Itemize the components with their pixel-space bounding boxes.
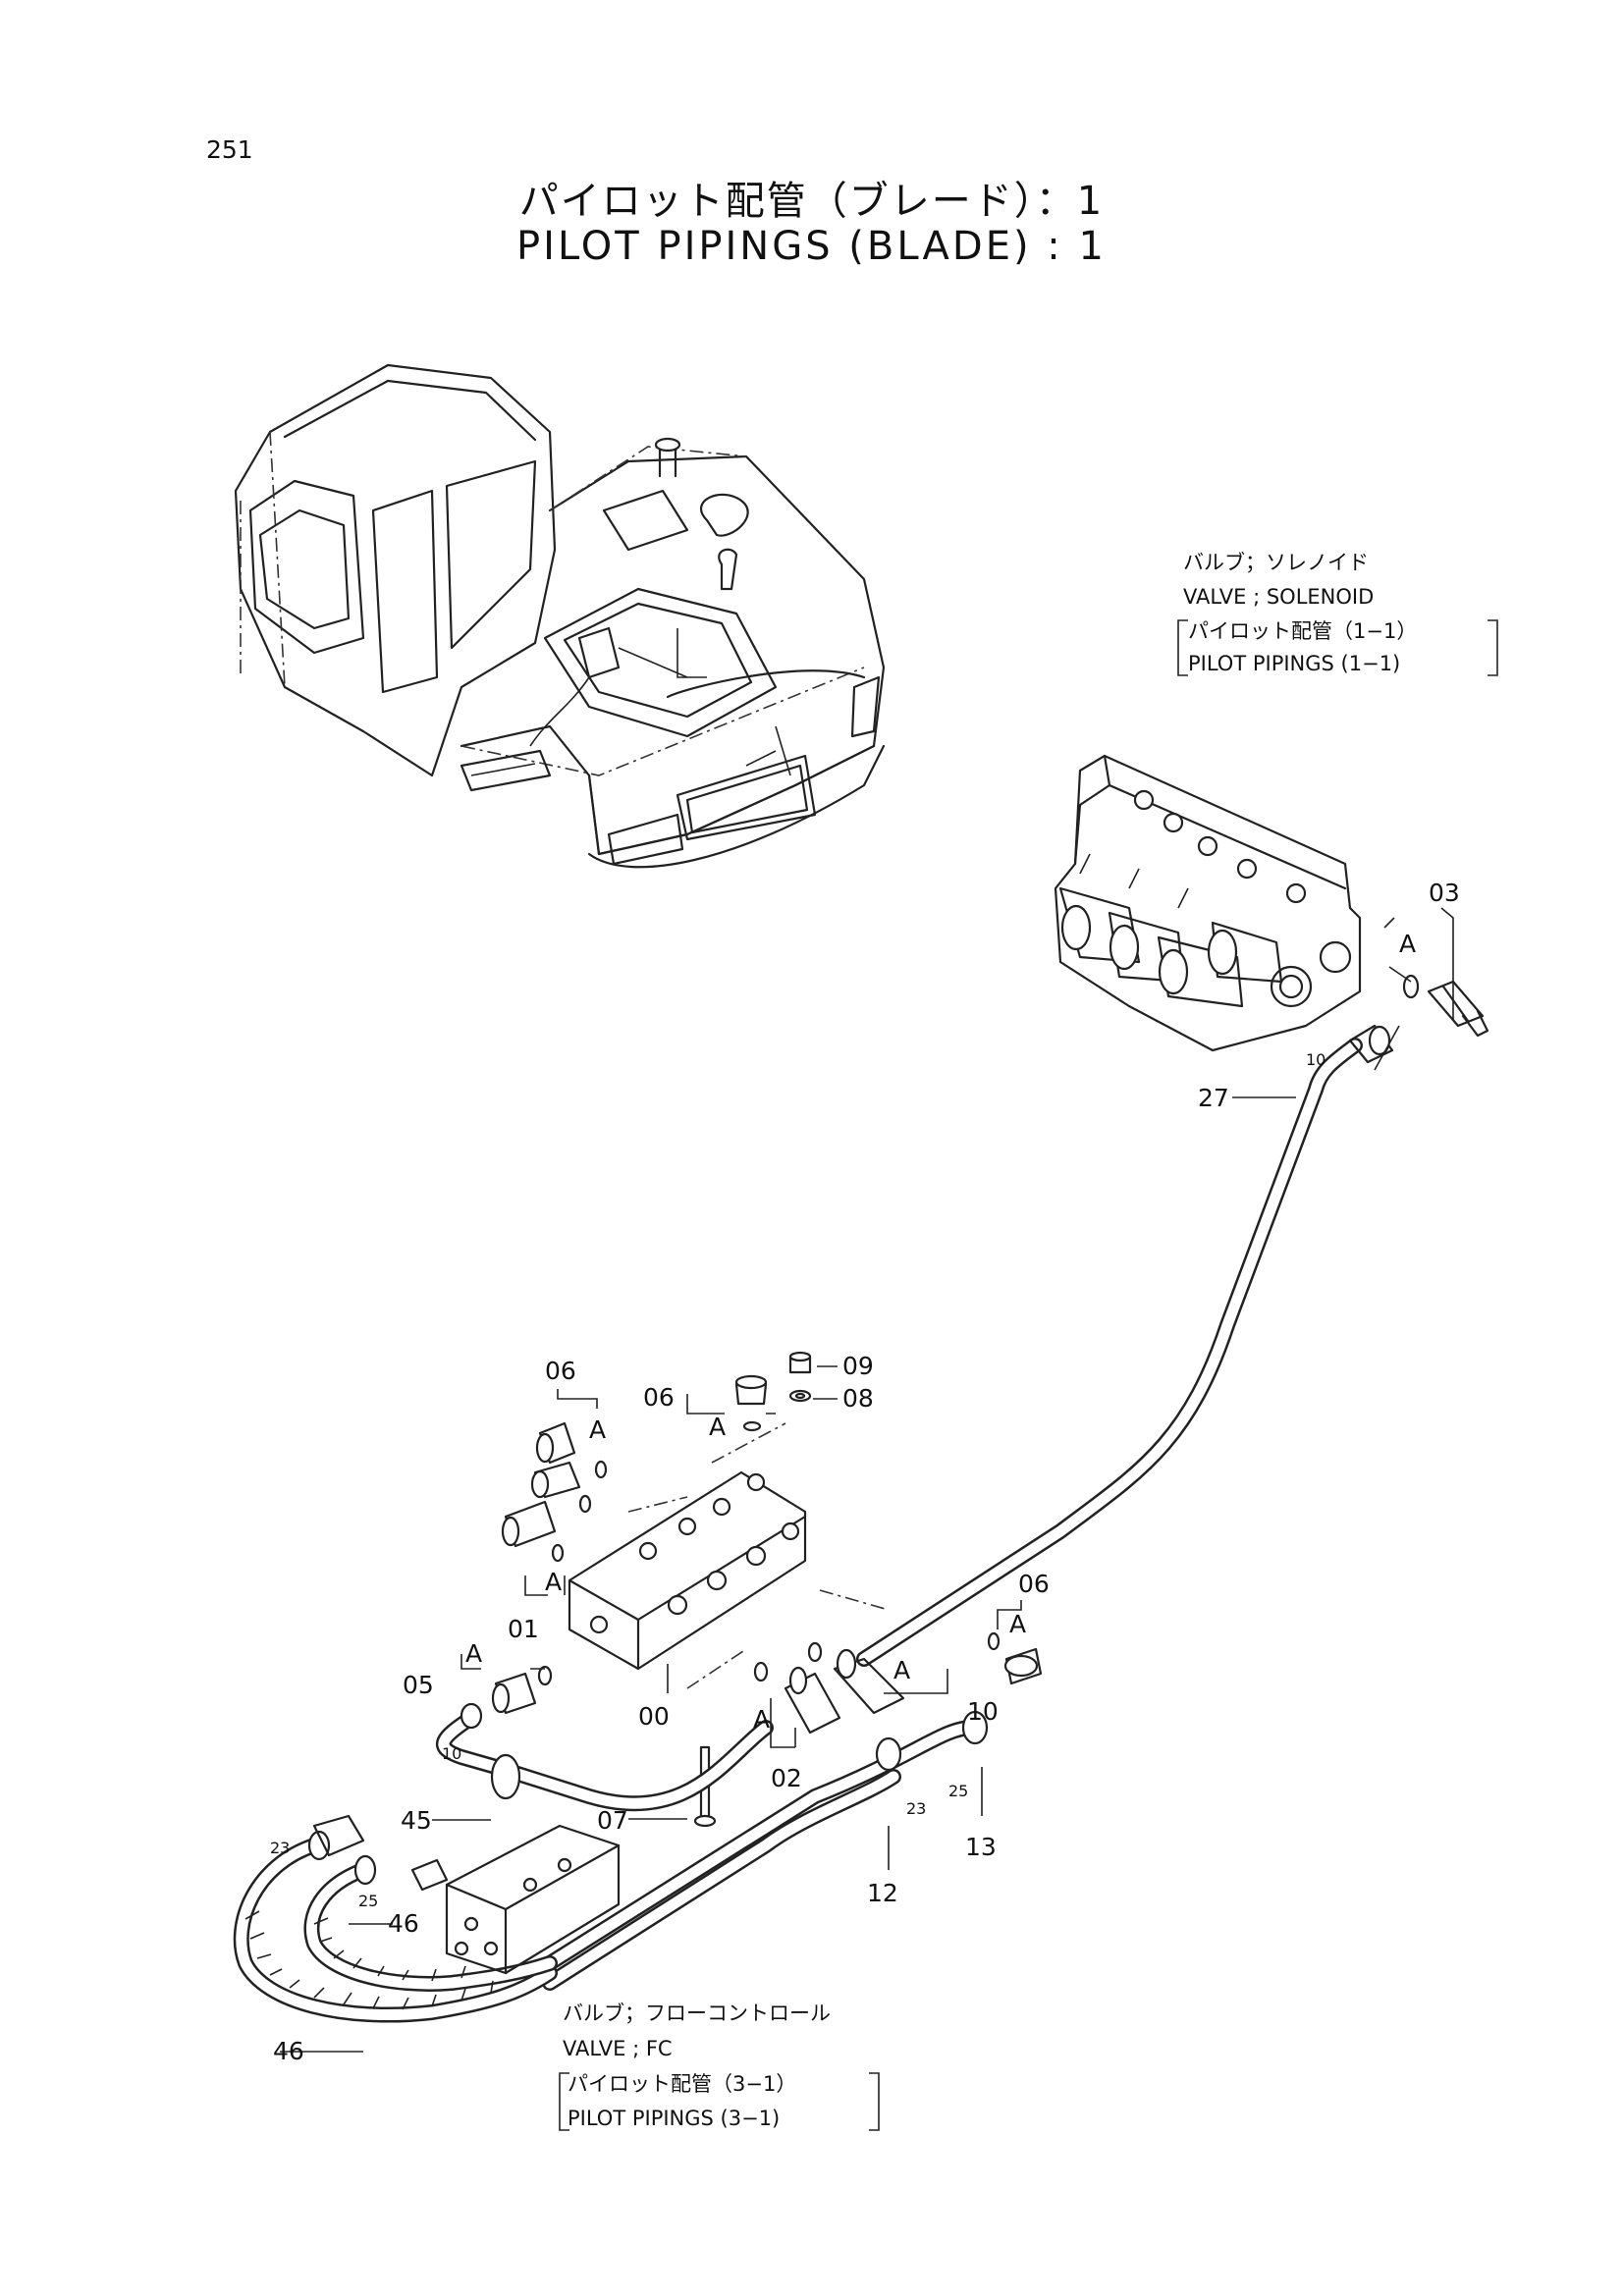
callout-06-left: 06 [545, 1357, 576, 1385]
callout-a: A [893, 1656, 910, 1684]
callout-03: 03 [1429, 879, 1460, 907]
svg-text:VALVE ; SOLENOID: VALVE ; SOLENOID [1183, 585, 1374, 609]
callout-08: 08 [842, 1384, 874, 1413]
hoses-12-13 [542, 1710, 989, 1991]
callout-13: 13 [965, 1833, 997, 1861]
svg-text:パイロット配管（3−1）: パイロット配管（3−1） [568, 2072, 796, 2096]
svg-text:パイロット配管（1−1）: パイロット配管（1−1） [1188, 619, 1417, 643]
svg-text:バルブ；ソレノイド: バルブ；ソレノイド [1183, 551, 1369, 574]
svg-text:PILOT PIPINGS (3−1): PILOT PIPINGS (3−1) [568, 2107, 780, 2130]
svg-text:VALVE ; FC: VALVE ; FC [563, 2037, 673, 2060]
callout-06-right: 06 [1018, 1570, 1050, 1598]
connectors-01 [501, 1461, 592, 1563]
hose-45 [436, 1702, 774, 1812]
manifold-block-00 [568, 1422, 890, 1689]
title-english: PILOT PIPINGS (BLADE) : 1 [516, 224, 1107, 269]
callout-a: A [753, 1705, 770, 1734]
adapter-fitting-03 [1383, 917, 1489, 1038]
callout-10-small: 10 [442, 1744, 461, 1763]
callout-a: A [589, 1415, 606, 1444]
callout-a: A [545, 1568, 562, 1596]
callout-46-upper: 46 [388, 1909, 419, 1938]
callout-labels: 03 A 10 27 06 A 06 A 09 08 A 01 A 05 00 … [270, 879, 1460, 2065]
svg-text:PILOT PIPINGS (1−1): PILOT PIPINGS (1−1) [1188, 652, 1400, 675]
svg-text:バルブ；フローコントロール: バルブ；フローコントロール [563, 2002, 831, 2025]
callout-25-left: 25 [358, 1892, 378, 1910]
plug-06-left [535, 1421, 608, 1479]
callout-25-right: 25 [948, 1782, 968, 1800]
spiral-hoses-46 [233, 1814, 558, 2023]
callout-45: 45 [401, 1806, 432, 1835]
callout-10-top: 10 [1306, 1050, 1325, 1069]
callout-07: 07 [597, 1806, 628, 1835]
solenoid-valve-illustration [1054, 754, 1362, 1052]
note-fc-valve: バルブ；フローコントロール VALVE ; FC パイロット配管（3−1） PI… [559, 2002, 880, 2131]
callout-01: 01 [508, 1615, 539, 1643]
pipe-27 [856, 1024, 1394, 1667]
nut-09-washer-08 [788, 1351, 812, 1403]
callout-06-center: 06 [643, 1383, 675, 1412]
callout-23-right: 23 [906, 1799, 926, 1818]
callout-a: A [465, 1639, 482, 1668]
plug-06-right [987, 1631, 1043, 1685]
callout-00: 00 [638, 1702, 670, 1731]
fc-valve-illustration [445, 1824, 621, 1975]
plug-06-center [734, 1374, 768, 1432]
callout-a: A [709, 1413, 726, 1441]
callout-12: 12 [867, 1879, 898, 1907]
connectors-02-10 [753, 1641, 905, 1735]
page-number: 251 [206, 135, 253, 164]
callout-09: 09 [842, 1352, 874, 1380]
leader-lines [280, 907, 1454, 2053]
note-solenoid-valve: バルブ；ソレノイド VALVE ; SOLENOID パイロット配管（1−1） … [1177, 551, 1498, 676]
excavator-illustration [234, 363, 886, 869]
callout-27: 27 [1198, 1084, 1229, 1112]
callout-a: A [1399, 930, 1416, 958]
callout-a: A [1009, 1610, 1026, 1638]
callout-05: 05 [403, 1671, 434, 1699]
callout-46-lower: 46 [273, 2037, 304, 2065]
callout-23-left: 23 [270, 1839, 290, 1857]
connector-05 [491, 1665, 553, 1715]
callout-02: 02 [771, 1764, 802, 1792]
callout-10-mid: 10 [967, 1697, 999, 1726]
title-japanese: パイロット配管（ブレード）：1 [518, 179, 1105, 224]
bolt-07 [693, 1745, 717, 1828]
